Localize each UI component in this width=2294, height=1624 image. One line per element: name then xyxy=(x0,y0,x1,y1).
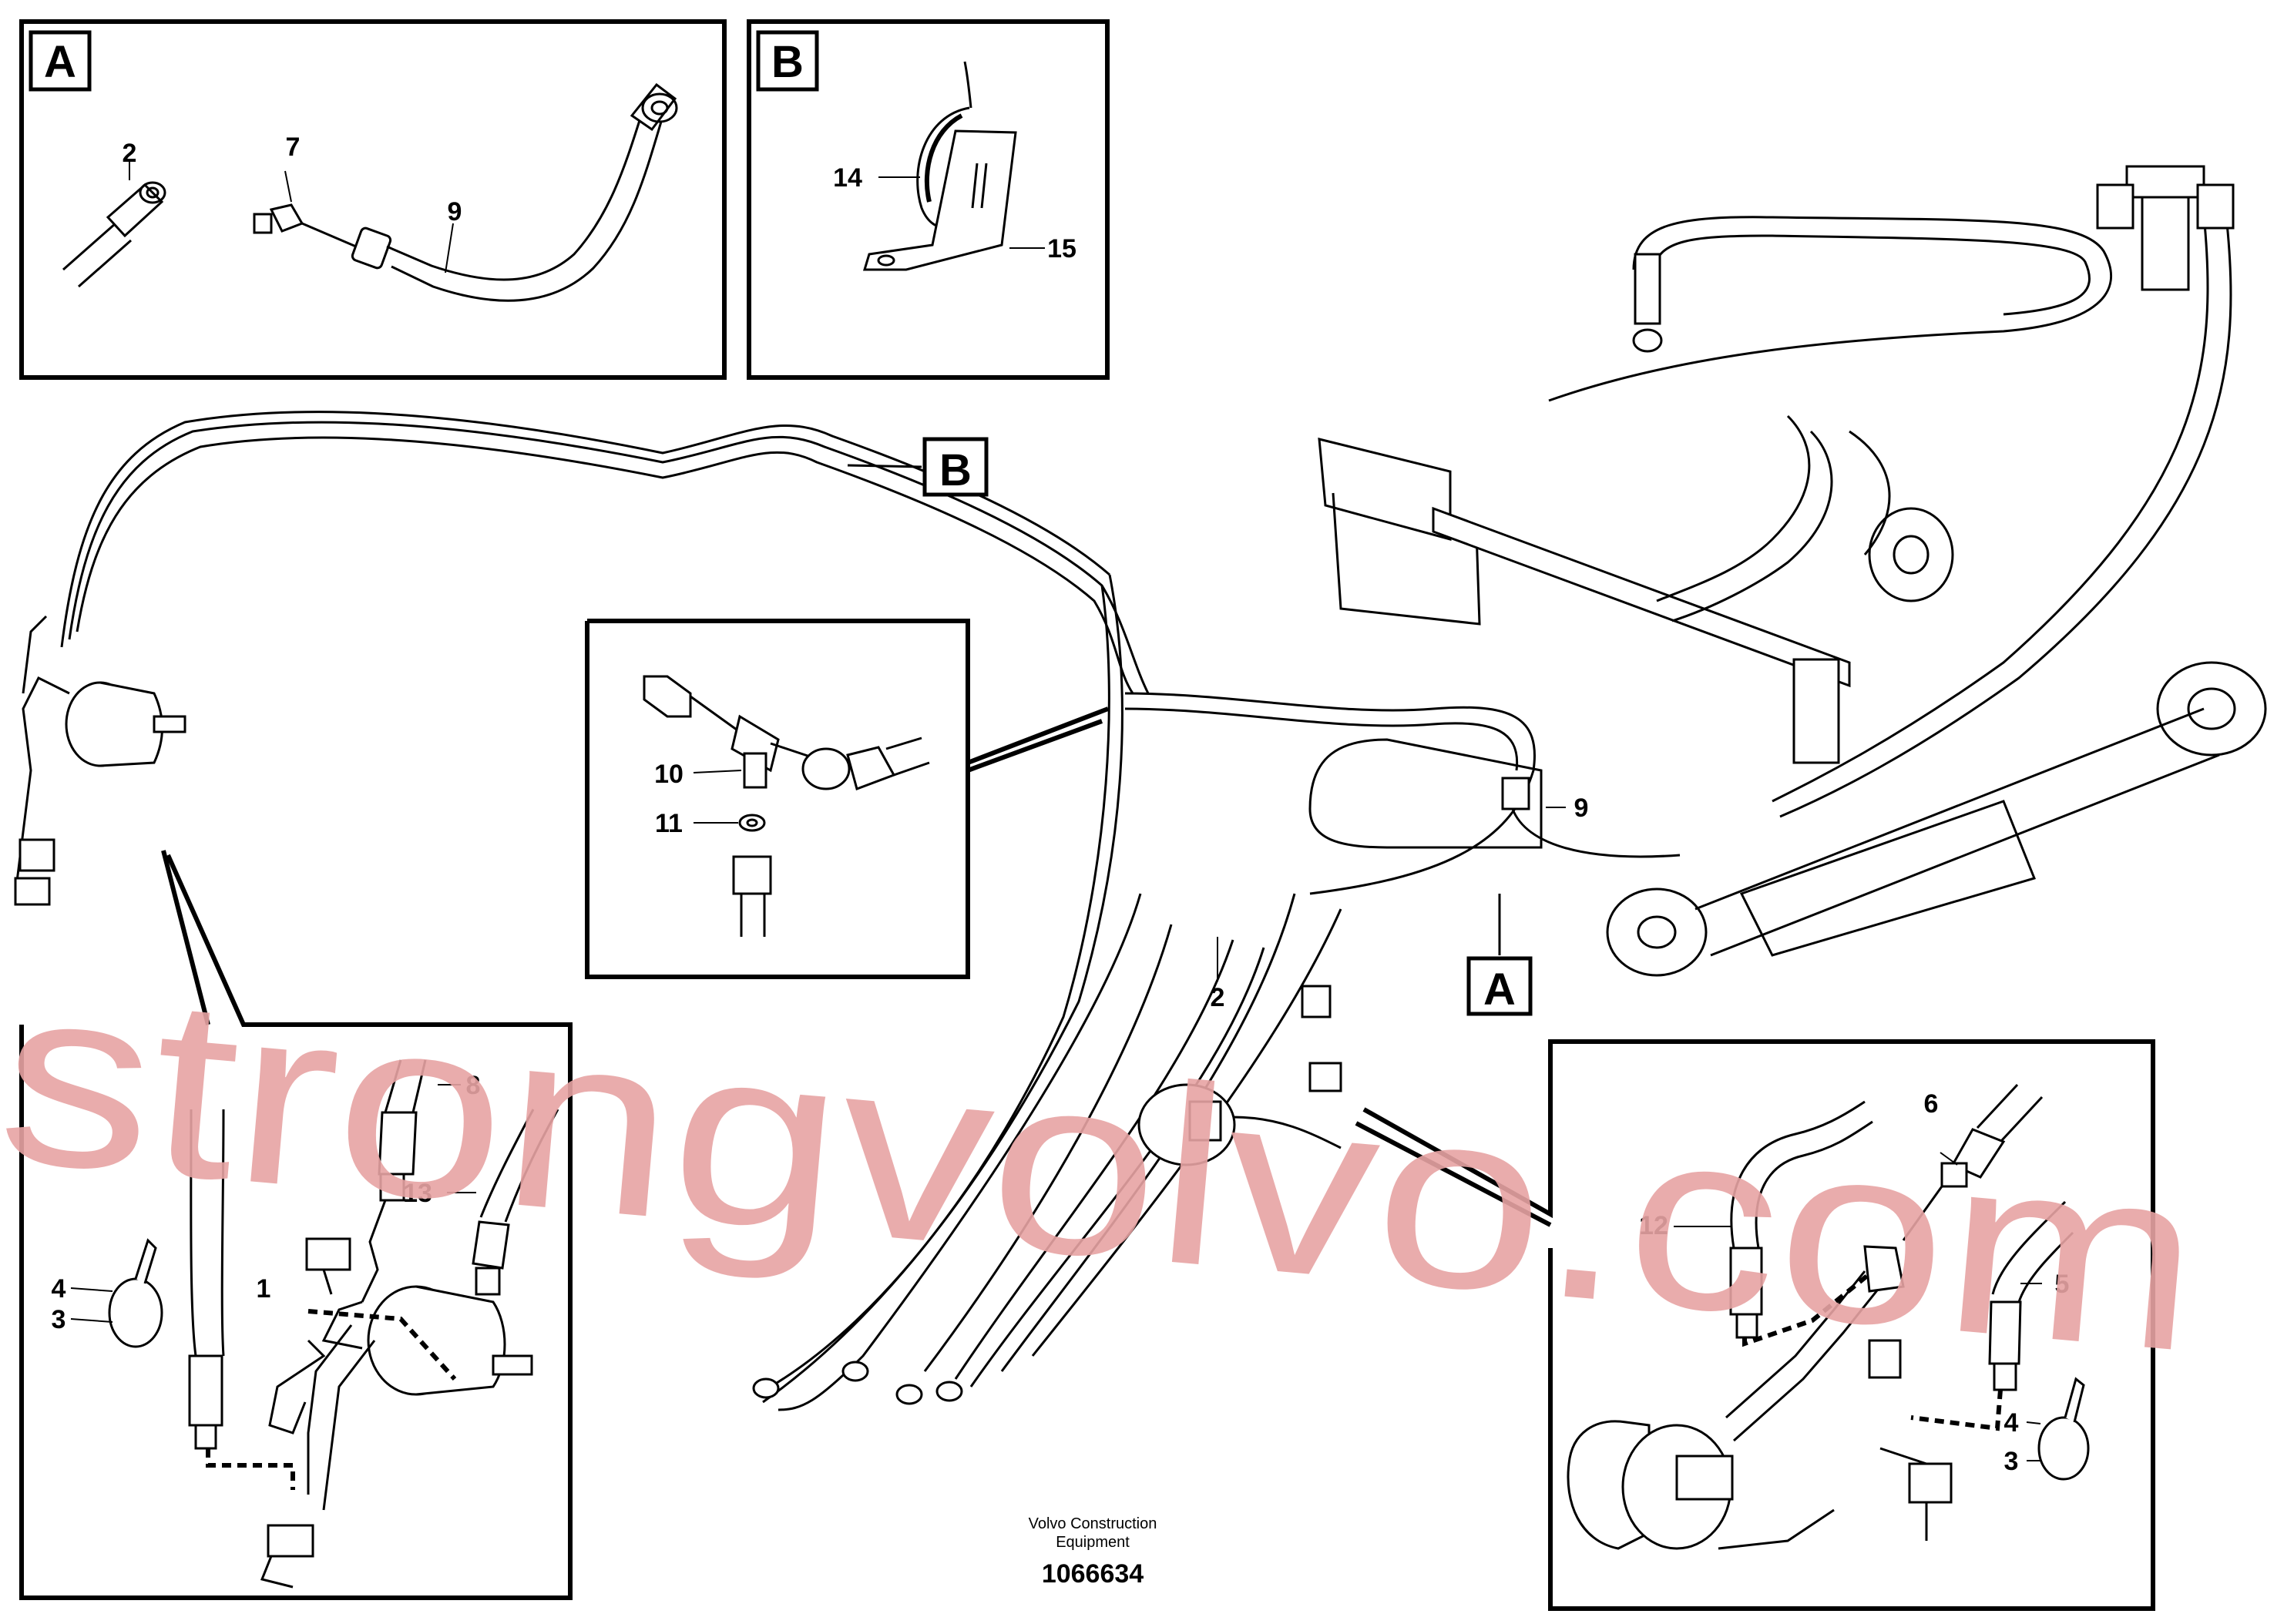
label-part-2-main: 2 xyxy=(1211,983,1225,1012)
footer: Volvo Construction Equipment 1066634 xyxy=(1029,1515,1157,1589)
strap-part-3-4 xyxy=(70,1238,163,1348)
tee-fitting-assembly xyxy=(643,675,930,937)
detail-panel-tee-fitting xyxy=(585,619,1110,979)
labels: A B B A xyxy=(44,37,1516,1015)
footer-company-line2: Equipment xyxy=(1056,1534,1130,1551)
part-numbers: 2 7 9 14 15 10 11 9 2 8 13 1 4 3 6 12 5 … xyxy=(52,133,2070,1476)
label-part-1: 1 xyxy=(257,1274,271,1304)
brake-unit-assembly xyxy=(260,1237,533,1589)
label-part-11: 11 xyxy=(655,809,683,838)
bracket-part-15 xyxy=(862,129,1045,271)
label-part-13: 13 xyxy=(403,1179,432,1208)
detail-panel-lower-left xyxy=(19,850,573,1600)
hose-part-13 xyxy=(447,1109,559,1296)
label-part-3-left: 3 xyxy=(52,1305,66,1334)
main-assembly xyxy=(60,165,2267,1411)
label-part-4-right: 4 xyxy=(2004,1408,2019,1438)
detail-panel-lower-right xyxy=(1355,1039,2155,1611)
panel-a-letter: A xyxy=(44,37,76,87)
label-part-15: 15 xyxy=(1047,234,1076,263)
hose-part-6 xyxy=(1902,1083,2044,1241)
hose-part-12 xyxy=(1674,1100,1873,1347)
callout-a-letter: A xyxy=(1483,965,1516,1015)
strap-part-3-4-right xyxy=(2026,1377,2090,1481)
label-part-2-detail: 2 xyxy=(123,139,137,168)
label-part-12: 12 xyxy=(1639,1211,1668,1240)
label-part-5: 5 xyxy=(2055,1270,2070,1299)
brake-unit-assembly-right xyxy=(1567,1245,1953,1550)
label-part-10: 10 xyxy=(654,760,683,789)
callout-b-box xyxy=(847,437,989,497)
panel-b-letter: B xyxy=(771,37,804,87)
label-part-6: 6 xyxy=(1924,1089,1939,1119)
label-part-3-right: 3 xyxy=(2004,1447,2019,1476)
callout-a-box xyxy=(1466,894,1533,1016)
label-part-8: 8 xyxy=(466,1071,481,1100)
label-part-7: 7 xyxy=(286,133,301,162)
footer-company-line1: Volvo Construction xyxy=(1029,1515,1157,1532)
detail-panel-b xyxy=(747,19,1110,380)
label-part-14: 14 xyxy=(833,163,862,193)
left-brake-assembly xyxy=(14,615,186,906)
hose-end-part-2 xyxy=(62,162,166,288)
hose-part-8 xyxy=(361,1059,461,1303)
label-part-9-detail: 9 xyxy=(448,197,462,226)
label-part-4-left: 4 xyxy=(52,1274,66,1304)
callout-b-letter: B xyxy=(939,445,972,495)
elbow-part-7 xyxy=(253,170,357,248)
leader-lines xyxy=(1217,807,1566,981)
hose-part-9-detail xyxy=(351,82,678,302)
hose-part-5 xyxy=(1910,1200,2074,1431)
detail-panel-a xyxy=(19,19,727,380)
label-part-9-main: 9 xyxy=(1574,794,1589,823)
drawing-number: 1066634 xyxy=(1042,1559,1144,1589)
hose-part-1 xyxy=(188,1109,295,1490)
